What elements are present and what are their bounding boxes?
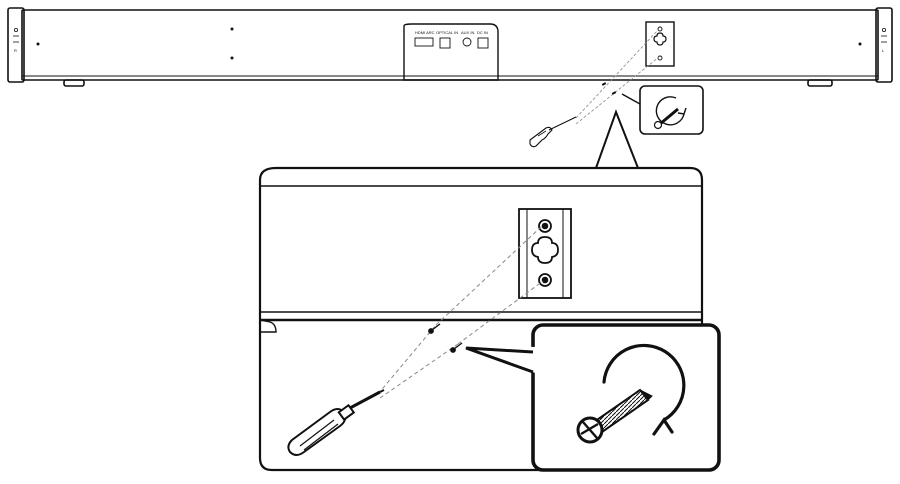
small-rotation-callout [621, 85, 704, 135]
clockwise-arrow-icon [602, 343, 686, 436]
top-screwdriver-icon [529, 116, 577, 148]
soundbar-left-end-cap [7, 7, 25, 83]
soundbar-back-view [7, 7, 893, 87]
top-guide-lines [575, 29, 660, 125]
zoom-screws [428, 323, 463, 353]
wall-bracket [518, 208, 572, 299]
right-end-controls [881, 27, 887, 43]
left-end-label: R [14, 48, 17, 53]
aux-port [462, 37, 472, 47]
bracket-bottom-screw-hole [538, 273, 552, 287]
small-screw-icon [653, 107, 679, 130]
top-screws [601, 82, 617, 95]
hdmi-port-label: HDMI ARC [415, 30, 435, 35]
soundbar-left-foot [63, 79, 85, 87]
soundbar-screw-dots [36, 27, 862, 60]
dc-port-label: DC IN [477, 30, 488, 35]
soundbar-right-end-cap [875, 7, 893, 83]
optical-port [439, 37, 451, 49]
keyhole-slot [531, 236, 559, 264]
hdmi-port [414, 37, 434, 47]
screw-upper [428, 323, 441, 334]
dc-port [477, 37, 489, 49]
connector-panel [403, 23, 499, 81]
soundbar-right-foot [807, 79, 833, 87]
screw-icon [576, 388, 653, 444]
bracket-top-screw-hole [538, 219, 552, 233]
zoom-pointer [594, 109, 640, 169]
screwdriver-icon [287, 389, 385, 456]
top-wall-bracket [645, 21, 675, 67]
right-end-label: L [882, 48, 885, 53]
aux-port-label: AUX IN [461, 30, 474, 35]
optical-port-label: OPTICAL IN [436, 30, 458, 35]
screw-lower [450, 342, 463, 353]
large-rotation-callout [465, 323, 721, 472]
zoom-guide-lines [377, 225, 544, 399]
left-end-controls [13, 27, 19, 43]
